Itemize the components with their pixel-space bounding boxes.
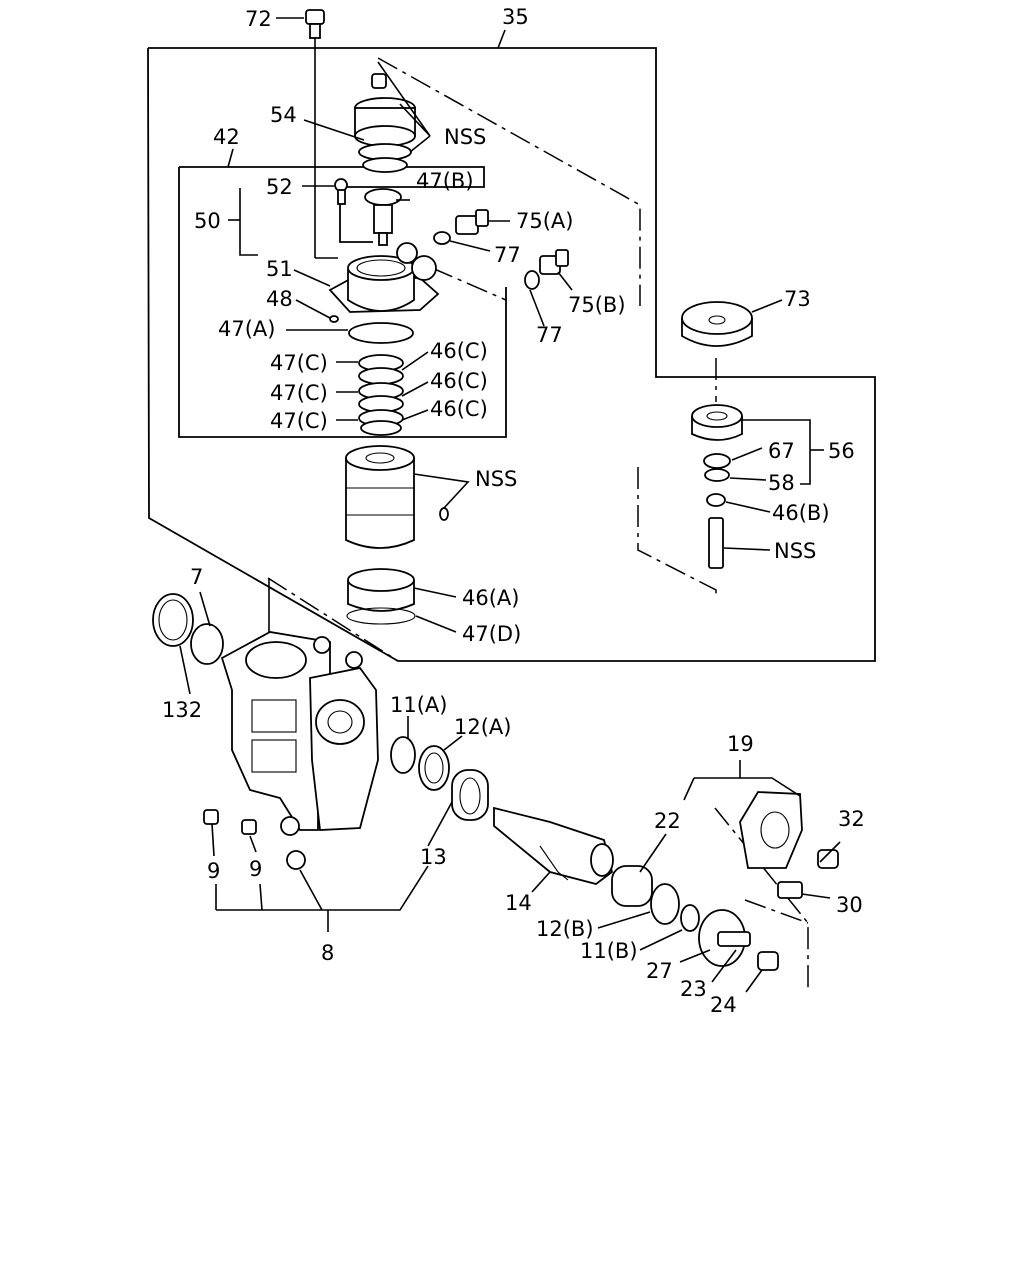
label-11b: 11(B)	[580, 939, 638, 963]
ring-11b	[680, 904, 700, 932]
shaft-14	[493, 806, 614, 885]
ring-11a	[390, 736, 416, 774]
nut-32	[817, 849, 839, 869]
part-54-top-valve	[354, 73, 416, 246]
label-13: 13	[420, 845, 447, 869]
bolt-30	[777, 881, 803, 899]
seal-48	[329, 315, 339, 323]
label-47b: 47(B)	[416, 169, 474, 193]
oring-47d	[346, 607, 416, 625]
label-52: 52	[266, 175, 293, 199]
oring-47a	[348, 322, 414, 344]
label-12a: 12(A)	[454, 715, 511, 739]
label-67: 67	[768, 439, 795, 463]
label-14: 14	[505, 891, 532, 915]
part-56-piston	[691, 404, 743, 569]
label-47c-3: 47(C)	[270, 409, 328, 433]
label-56: 56	[828, 439, 855, 463]
seal-stack-47c-46c	[358, 354, 404, 436]
label-19: 19	[727, 732, 754, 756]
label-58: 58	[768, 471, 795, 495]
label-8: 8	[321, 941, 334, 965]
fitting-75a	[455, 209, 489, 235]
label-47a: 47(A)	[218, 317, 275, 341]
label-72: 72	[245, 7, 272, 31]
ring-132	[152, 593, 194, 647]
label-51: 51	[266, 257, 293, 281]
label-47c-2: 47(C)	[270, 381, 328, 405]
ring-7	[190, 623, 224, 665]
fitting-75b	[539, 249, 569, 275]
label-24: 24	[710, 993, 737, 1017]
oring-77-b	[524, 270, 540, 290]
ring-46a	[347, 568, 415, 612]
part-nss-cylinder	[345, 445, 449, 549]
assembly-35-boundary	[147, 29, 876, 662]
bearing-22	[611, 865, 653, 907]
label-75a: 75(A)	[516, 209, 573, 233]
label-48: 48	[266, 287, 293, 311]
label-7: 7	[190, 565, 203, 589]
label-46c-3: 46(C)	[430, 397, 488, 421]
label-nss-mid: NSS	[475, 467, 517, 491]
seal-12b	[650, 883, 680, 925]
label-47c-1: 47(C)	[270, 351, 328, 375]
part-73-cap	[681, 301, 753, 347]
label-50: 50	[194, 209, 221, 233]
label-12b: 12(B)	[536, 917, 594, 941]
assembly-42-box	[178, 148, 507, 438]
label-32: 32	[838, 807, 865, 831]
plug-9-a	[203, 809, 219, 825]
label-46c-2: 46(C)	[430, 369, 488, 393]
label-30: 30	[836, 893, 863, 917]
label-27: 27	[646, 959, 673, 983]
label-46a: 46(A)	[462, 586, 519, 610]
label-132: 132	[162, 698, 202, 722]
label-73: 73	[784, 287, 811, 311]
label-22: 22	[654, 809, 681, 833]
label-35: 35	[502, 5, 529, 29]
part-51-valve-housing	[328, 178, 440, 313]
label-nss-top: NSS	[444, 125, 486, 149]
label-77-a: 77	[494, 243, 521, 267]
cover-19	[739, 791, 803, 869]
label-75b: 75(B)	[568, 293, 626, 317]
label-11a: 11(A)	[390, 693, 447, 717]
oring-77-a	[433, 231, 451, 245]
plug-9-b	[241, 819, 257, 835]
label-46b: 46(B)	[772, 501, 830, 525]
bearing-13	[451, 769, 489, 821]
leader-lines	[179, 17, 841, 993]
label-42: 42	[213, 125, 240, 149]
label-9-a: 9	[207, 859, 220, 883]
bolt-72	[305, 9, 338, 259]
label-47d: 47(D)	[462, 622, 521, 646]
screw-23	[717, 931, 751, 947]
part-8-gear-housing	[220, 631, 379, 870]
label-nss-right: NSS	[774, 539, 816, 563]
label-23: 23	[680, 977, 707, 1001]
label-77-b: 77	[536, 323, 563, 347]
nut-24	[757, 951, 779, 971]
label-9-b: 9	[249, 857, 262, 881]
seal-12a	[418, 745, 450, 791]
label-54: 54	[270, 103, 297, 127]
label-46c-1: 46(C)	[430, 339, 488, 363]
callout-labels: 72 35 54 NSS 42 52 47(B) 50 75(A) 77 51 …	[162, 5, 865, 1017]
